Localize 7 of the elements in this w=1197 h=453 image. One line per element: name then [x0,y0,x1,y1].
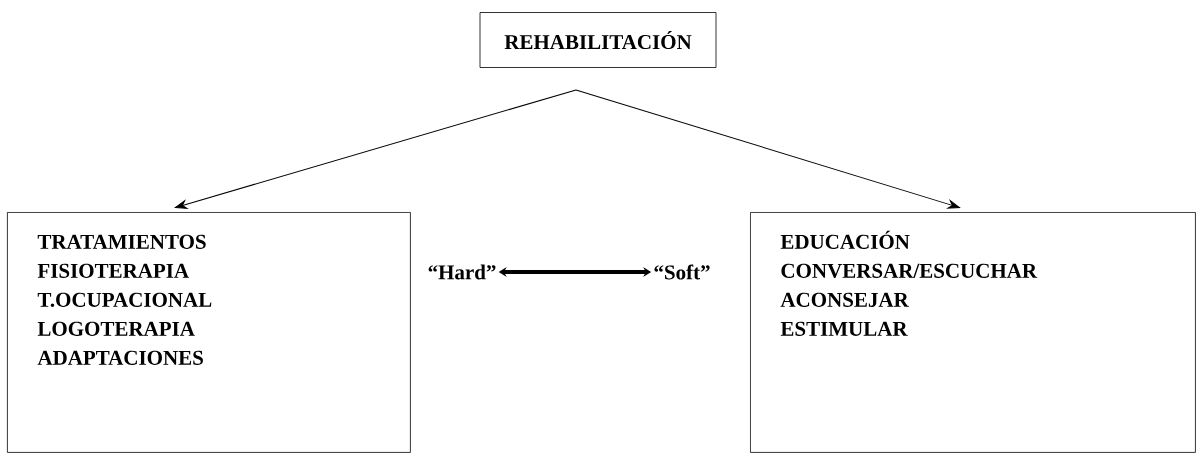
arrow [575,89,960,209]
node-label: “Soft” [654,264,710,280]
arrow [174,89,577,209]
title-box: REHABILITACIÓN [479,12,717,68]
category-box: EDUCACIÓN CONVERSAR/ESCUCHAR ACONSEJAR ESTIMULAR [750,212,1196,453]
category-box: TRATAMIENTOS FISIOTERAPIA T.OCUPACIONAL LOGOTERAPIA ADAPTACIONES [7,212,411,453]
node-label: “Hard” [428,264,496,280]
